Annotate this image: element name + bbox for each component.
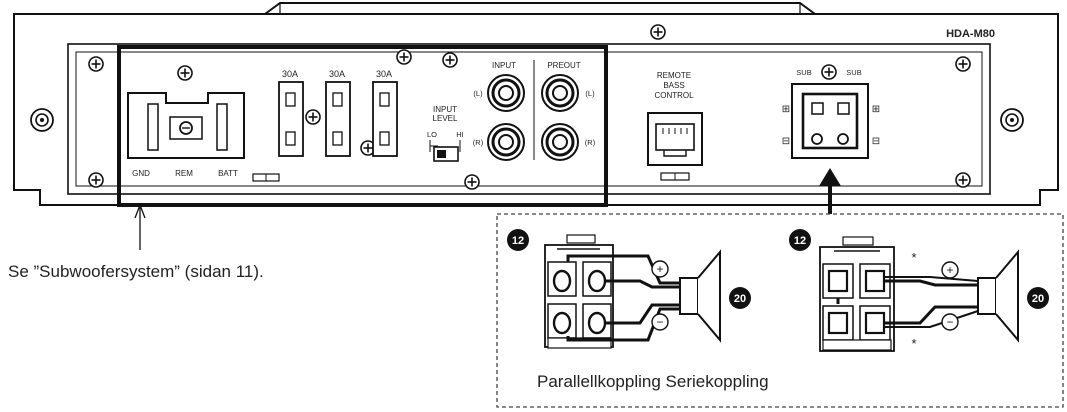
fuse-rating-1: 30A [282, 69, 298, 79]
inset-frame [496, 213, 1064, 408]
badge-12-left: 12 [507, 229, 529, 251]
asterisk-bottom: * [911, 336, 916, 351]
fuse-rating-2: 30A [329, 69, 345, 79]
remote-label-2: BASS [663, 81, 684, 90]
pointer-arrow [819, 168, 841, 214]
series-connector [819, 236, 895, 352]
rem-label: REM [175, 169, 193, 178]
input-right-channel: (R) [473, 138, 484, 147]
screw-icon [821, 64, 837, 80]
preout-left-channel: (L) [585, 89, 595, 98]
sub-label-left: SUB [796, 68, 811, 77]
parallel-connector [544, 234, 614, 349]
sub-plus-left: ⊞ [782, 104, 790, 115]
svg-text:12: 12 [512, 235, 524, 247]
screw-icon [177, 65, 193, 81]
side-bolt-right [1000, 108, 1024, 132]
model-label: HDA-M80 [946, 28, 995, 40]
preout-r-jack [540, 122, 580, 162]
sub-plus-right: ⊞ [872, 104, 880, 115]
badge-20-right: 20 [1027, 287, 1049, 309]
speaker-icon [679, 249, 721, 343]
sub-minus-right: ⊟ [872, 136, 880, 147]
svg-text:20: 20 [734, 293, 746, 305]
svg-text:−: − [946, 315, 953, 329]
preout-l-jack [540, 73, 580, 113]
input-l-jack [486, 73, 526, 113]
gnd-label: GND [132, 169, 150, 178]
plus-icon: + [651, 260, 669, 278]
speaker-icon [977, 249, 1019, 343]
svg-text:−: − [656, 315, 663, 329]
svg-text:+: + [946, 263, 953, 277]
input-level-title-1: INPUT [433, 105, 457, 114]
series-wires [836, 276, 979, 328]
badge-20-left: 20 [729, 287, 751, 309]
minus-icon: − [941, 313, 959, 331]
subwoofer-reference-text: Se ”Subwoofersystem” (sidan 11). [8, 262, 264, 281]
wiring-caption: Parallellkoppling Seriekoppling [537, 372, 769, 391]
sub-minus-left: ⊟ [782, 136, 790, 147]
screw-icon [88, 56, 104, 72]
sub-output-connector [791, 83, 869, 159]
badge-12-right: 12 [789, 229, 811, 251]
remote-label-1: REMOTE [657, 71, 691, 80]
screw-icon [88, 172, 104, 188]
screw-icon [955, 172, 971, 188]
fuse-2 [325, 81, 351, 157]
callout-line [134, 203, 146, 250]
sub-label-right: SUB [846, 68, 861, 77]
input-label: INPUT [492, 61, 516, 70]
svg-text:20: 20 [1032, 293, 1044, 305]
remote-port [647, 112, 703, 166]
input-r-jack [486, 122, 526, 162]
remote-label-3: CONTROL [654, 91, 694, 100]
svg-text:12: 12 [794, 235, 806, 247]
side-bolt-left [30, 108, 54, 132]
screw-icon [396, 49, 412, 65]
fuse-1 [278, 81, 304, 157]
fuse-rating-3: 30A [376, 69, 392, 79]
parallel-wires [566, 254, 680, 342]
screw-icon [305, 109, 321, 125]
svg-text:+: + [656, 262, 663, 276]
fuse-3 [372, 81, 398, 157]
screw-icon [955, 56, 971, 72]
screw-icon [464, 174, 480, 190]
input-level-title-2: LEVEL [433, 114, 458, 123]
input-left-channel: (L) [473, 89, 483, 98]
preout-right-channel: (R) [585, 138, 596, 147]
plus-icon: + [941, 261, 959, 279]
highlight-frame [117, 45, 608, 207]
batt-label: BATT [218, 169, 238, 178]
power-terminal-block [127, 92, 245, 159]
input-level-switch [433, 146, 459, 162]
minus-icon: − [651, 313, 669, 331]
screw-icon [442, 52, 458, 68]
input-level-hi: HI [456, 130, 464, 139]
input-level-lo: LO [427, 130, 437, 139]
preout-label: PREOUT [547, 61, 580, 70]
screw-icon [650, 24, 666, 40]
asterisk-top: * [911, 250, 916, 265]
